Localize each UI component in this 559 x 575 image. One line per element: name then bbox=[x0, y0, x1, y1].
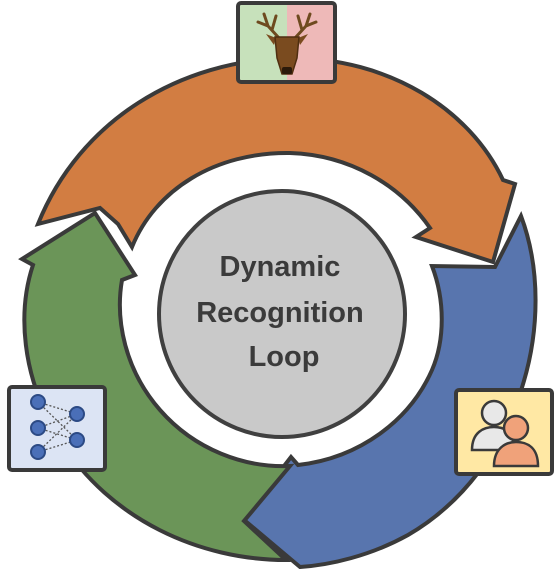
arrow-left-segment bbox=[18, 210, 295, 563]
deer-icon-box bbox=[236, 1, 337, 84]
neural-network-icon bbox=[30, 394, 85, 460]
users-icon bbox=[470, 399, 540, 468]
deer-head-icon bbox=[256, 12, 318, 75]
network-icon-box bbox=[7, 385, 107, 472]
center-title: Dynamic Recognition Loop bbox=[196, 251, 372, 373]
users-icon-box bbox=[454, 388, 554, 476]
center-title-line-1: Dynamic bbox=[220, 251, 341, 283]
center-title-line-3: Loop bbox=[249, 341, 320, 373]
arrow-top-segment bbox=[34, 55, 518, 265]
center-circle bbox=[157, 189, 407, 439]
center-title-line-2: Recognition bbox=[196, 297, 364, 329]
